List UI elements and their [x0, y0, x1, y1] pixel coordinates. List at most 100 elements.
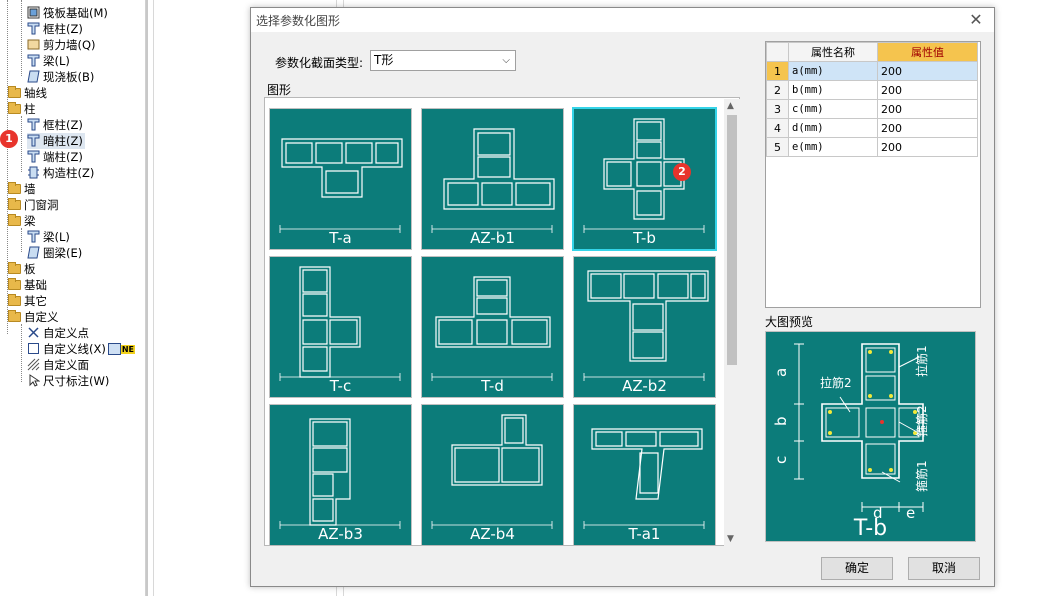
dim-c-label: c: [772, 456, 790, 464]
section-type-label: 参数化截面类型:: [275, 56, 364, 70]
empty-row: [767, 157, 978, 176]
ok-button[interactable]: 确定: [821, 557, 893, 580]
tree-item-frame-column-2[interactable]: 框柱(Z): [27, 117, 83, 133]
tree-folder-axis[interactable]: 轴线: [8, 85, 47, 101]
shape-drawing: [431, 128, 555, 233]
shapes-label: 图形: [267, 83, 292, 97]
custom-line-icon: [27, 342, 40, 355]
tree-folder-wall[interactable]: 墙: [8, 181, 36, 197]
shape-caption: T-a1: [628, 525, 661, 543]
preview-caption: T-b: [853, 516, 888, 541]
shape-tile-az-b1[interactable]: AZ-b1: [421, 108, 564, 250]
shape-tile-t-a1[interactable]: T-a1: [573, 404, 716, 545]
scroll-down-icon[interactable]: ▼: [727, 534, 734, 544]
empty-row: [767, 195, 978, 214]
shape-tile-az-b2[interactable]: AZ-b2: [573, 256, 716, 398]
preview-lajin2: 拉筋2: [820, 375, 852, 390]
panel-divider[interactable]: [146, 0, 148, 596]
tree-item-custom-area[interactable]: 自定义面: [27, 357, 89, 373]
shape-drawing: [431, 414, 553, 529]
shape-tile-t-d[interactable]: T-d: [421, 256, 564, 398]
preview-gujin2: 箍筋2: [914, 405, 929, 437]
tree-folder-custom[interactable]: 自定义: [8, 309, 59, 325]
tree-item-frame-column[interactable]: 框柱(Z): [27, 21, 83, 37]
preview-drawing: a b c d e 拉筋2 拉筋1 箍筋2 箍筋1: [772, 343, 929, 522]
tree-item-construction-column[interactable]: 构造柱(Z): [27, 165, 94, 181]
property-value[interactable]: 200: [877, 118, 978, 138]
tree-item-beam[interactable]: 梁(L): [27, 53, 70, 69]
step-badge-2: 2: [673, 163, 691, 181]
tree-item-beam-2[interactable]: 梁(L): [27, 229, 70, 245]
preview-gujin1: 箍筋1: [914, 460, 929, 492]
row-index: 5: [766, 137, 789, 157]
tree-item-hidden-column[interactable]: 暗柱(Z): [27, 133, 85, 149]
tree-item-label: 梁(L): [43, 54, 70, 68]
shape-tile-az-b4[interactable]: AZ-b4: [421, 404, 564, 545]
tree-item-label: 自定义点: [43, 326, 89, 340]
shape-caption: T-c: [329, 377, 352, 395]
tree-item-ring-beam[interactable]: 圈梁(E): [27, 245, 82, 261]
folder-icon: [8, 214, 21, 226]
tree-item-end-column[interactable]: 端柱(Z): [27, 149, 83, 165]
shape-tile-t-a[interactable]: T-a: [269, 108, 412, 250]
shape-tile-t-b[interactable]: T-b: [572, 107, 717, 251]
property-value[interactable]: 200: [877, 80, 978, 100]
shape-tile-t-c[interactable]: T-c: [269, 256, 412, 398]
tree-item-custom-point[interactable]: 自定义点: [27, 325, 89, 341]
section-type-value: T形: [374, 53, 394, 67]
close-icon[interactable]: ✕: [969, 10, 983, 29]
tree-item-custom-line[interactable]: 自定义线(X)NE: [27, 341, 136, 357]
tree-folder-openings[interactable]: 门窗洞: [8, 197, 59, 213]
shape-drawing: [279, 138, 403, 233]
tree-item-label: 圈梁(E): [43, 246, 83, 260]
tree-item-label: 现浇板(B): [43, 70, 95, 84]
empty-row: [767, 252, 978, 271]
tree-item-label: 暗柱(Z): [43, 134, 83, 148]
tree-item-label: 自定义面: [43, 358, 89, 372]
scroll-up-icon[interactable]: ▲: [727, 101, 734, 111]
property-value[interactable]: 200: [877, 61, 978, 81]
step-badge-1: 1: [0, 130, 18, 148]
gallery-scrollbar[interactable]: ▲ ▼: [724, 99, 740, 546]
construction-column-icon: [27, 166, 40, 179]
tree-item-label: 其它: [24, 294, 47, 308]
tree-item-dimension[interactable]: 尺寸标注(W): [27, 373, 109, 389]
dialog-titlebar[interactable]: 选择参数化图形 ✕: [251, 8, 994, 32]
tree-folder-beam[interactable]: 梁: [8, 213, 36, 229]
tree-item-label: 梁: [24, 214, 36, 228]
shape-caption: T-d: [481, 377, 504, 395]
tree-folder-slab[interactable]: 板: [8, 261, 36, 277]
tree-item-label: 梁(L): [43, 230, 70, 244]
tree-item-shear-wall[interactable]: 剪力墙(Q): [27, 37, 96, 53]
tree-folder-foundation[interactable]: 基础: [8, 277, 47, 293]
tree-item-raft-foundation[interactable]: 筏板基础(M): [27, 5, 108, 21]
folder-icon: [8, 278, 21, 290]
section-type-select[interactable]: T形 ⌵: [370, 50, 516, 71]
tree-item-label: 剪力墙(Q): [43, 38, 96, 52]
tree-folder-column[interactable]: 柱: [8, 101, 36, 117]
folder-icon: [8, 102, 21, 114]
tree-item-label: 端柱(Z): [43, 150, 83, 164]
scrollbar-thumb[interactable]: [727, 115, 737, 365]
panel-divider-2: [153, 0, 154, 596]
row-index: 1: [766, 61, 789, 81]
property-value[interactable]: 200: [877, 137, 978, 157]
custom-point-icon: [27, 326, 40, 339]
shape-caption: AZ-b3: [318, 525, 363, 543]
shape-tile-az-b3[interactable]: AZ-b3: [269, 404, 412, 545]
tree-item-slab[interactable]: 现浇板(B): [27, 69, 94, 85]
shape-caption: AZ-b1: [470, 229, 515, 247]
tree-item-label: 基础: [24, 278, 47, 292]
tree-folder-other[interactable]: 其它: [8, 293, 47, 309]
shape-caption: T-a: [329, 229, 352, 247]
folder-icon: [8, 310, 21, 322]
cancel-button[interactable]: 取消: [908, 557, 980, 580]
property-value[interactable]: 200: [877, 99, 978, 119]
